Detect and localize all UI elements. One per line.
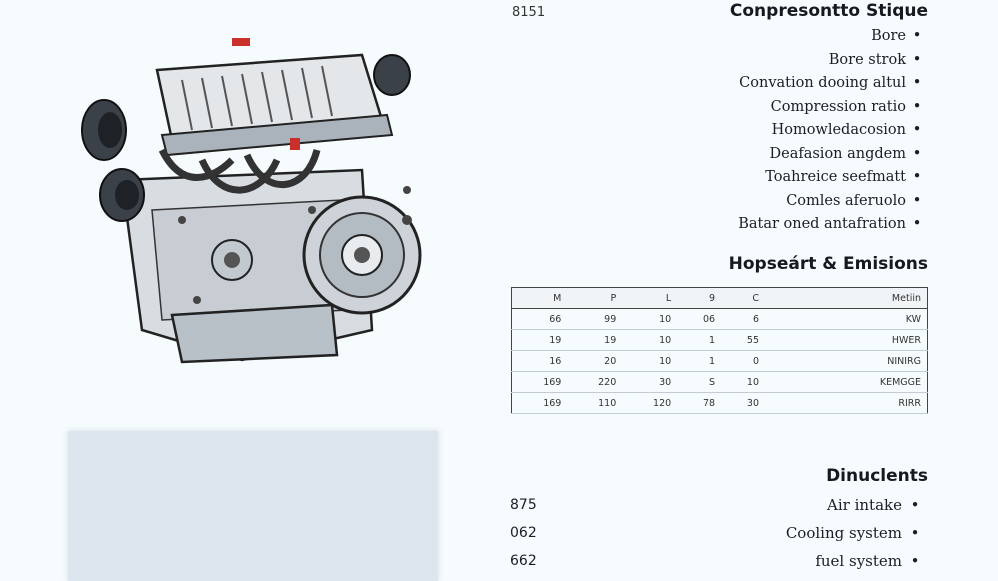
column-header: C [721,287,765,309]
bullet-dot-icon: • [912,167,922,185]
engine-illustration [81,38,422,364]
spec-item: Bore strok• [738,48,928,72]
table-cell: 10 [622,329,678,351]
bullet-dot-icon: • [912,96,922,115]
table-cell: 0 [721,350,765,372]
table-cell: 19 [511,329,568,351]
column-header: 9 [677,287,722,309]
image-placeholder-panel [68,431,438,581]
table-cell: 1 [677,329,722,351]
table-cell: 30 [622,371,678,393]
table-cell: 16 [511,350,568,372]
table-cell: 220 [567,371,623,393]
emissions-table: M P L 9 C Metiin 66 99 10 06 6 KW 19 19 … [511,287,928,414]
spec-item: Comles aferuolo• [738,189,928,213]
table-cell: 55 [721,329,765,351]
table-cell: 10 [721,371,765,393]
table-row: 169 110 120 78 30 RIRR [511,392,928,414]
spec-item: Bore• [738,24,928,48]
table-cell: 78 [677,392,722,414]
spec-section-title: Conpresontto Stique [729,1,928,21]
column-header: M [511,287,568,309]
table-row-label: NINIRG [765,350,928,372]
bullet-dot-icon: • [912,190,922,209]
item-code: 875 [510,497,537,513]
table-row-label: KW [765,308,928,330]
table-cell: S [677,371,722,393]
spec-item: Deafasion angdem• [738,142,928,166]
bullet-dot-icon: • [912,214,922,232]
column-header: P [567,287,623,309]
list-item: 662 fuel system • [510,547,928,575]
table-cell: 66 [511,308,568,330]
table-row: 19 19 10 1 55 HWER [511,329,928,351]
emissions-section-title: Hopseárt & Emisions [728,254,928,274]
table-row: 16 20 10 1 0 NINIRG [511,350,928,372]
bullet-dot-icon: • [912,120,922,138]
bullet-dot-icon: • [912,143,922,162]
item-label: Air intake [827,496,902,514]
item-label: fuel system [815,552,902,570]
spec-item: Convation dooing altul• [738,71,928,95]
item-code: 662 [510,553,537,569]
table-cell: 120 [622,392,678,414]
spec-list: Bore• Bore strok• Convation dooing altul… [738,24,928,236]
table-cell: 99 [567,308,623,330]
table-cell: 6 [721,308,765,330]
table-cell: 110 [567,392,623,414]
table-cell: 06 [677,308,722,330]
table-header-row: M P L 9 C Metiin [511,287,928,309]
table-cell: 169 [511,371,568,393]
table-row: 66 99 10 06 6 KW [511,308,928,330]
column-header: Metiin [765,287,928,309]
column-header: L [622,287,678,309]
bullet-dot-icon: • [910,552,920,570]
table-cell: 19 [567,329,623,351]
list-item: 062 Cooling system • [510,519,928,547]
table-cell: 10 [622,350,678,372]
spec-item: Compression ratio• [738,95,928,119]
table-cell: 10 [622,308,678,330]
header-code: 8151 [512,5,546,20]
bullet-dot-icon: • [912,26,922,44]
table-row-label: HWER [765,329,928,351]
table-cell: 20 [567,350,623,372]
item-code: 062 [510,525,537,541]
table-cell: 1 [677,350,722,372]
table-cell: 169 [511,392,568,414]
bullet-dot-icon: • [910,496,920,514]
item-label: Cooling system [785,524,902,542]
bullet-dot-icon: • [912,73,922,91]
table-row: 169 220 30 S 10 KEMGGE [511,371,928,393]
table-cell: 30 [721,392,765,414]
dinuclents-section-title: Dinuclents [826,466,928,486]
bullet-dot-icon: • [910,524,920,542]
spec-item: Toahreice seefmatt• [738,165,928,189]
list-item: 875 Air intake • [510,491,928,519]
bullet-dot-icon: • [912,49,922,68]
spec-item: Homowledacosion• [738,118,928,142]
table-row-label: RIRR [765,392,928,414]
table-row-label: KEMGGE [765,371,928,393]
spec-item: Batar oned antafration• [738,212,928,236]
